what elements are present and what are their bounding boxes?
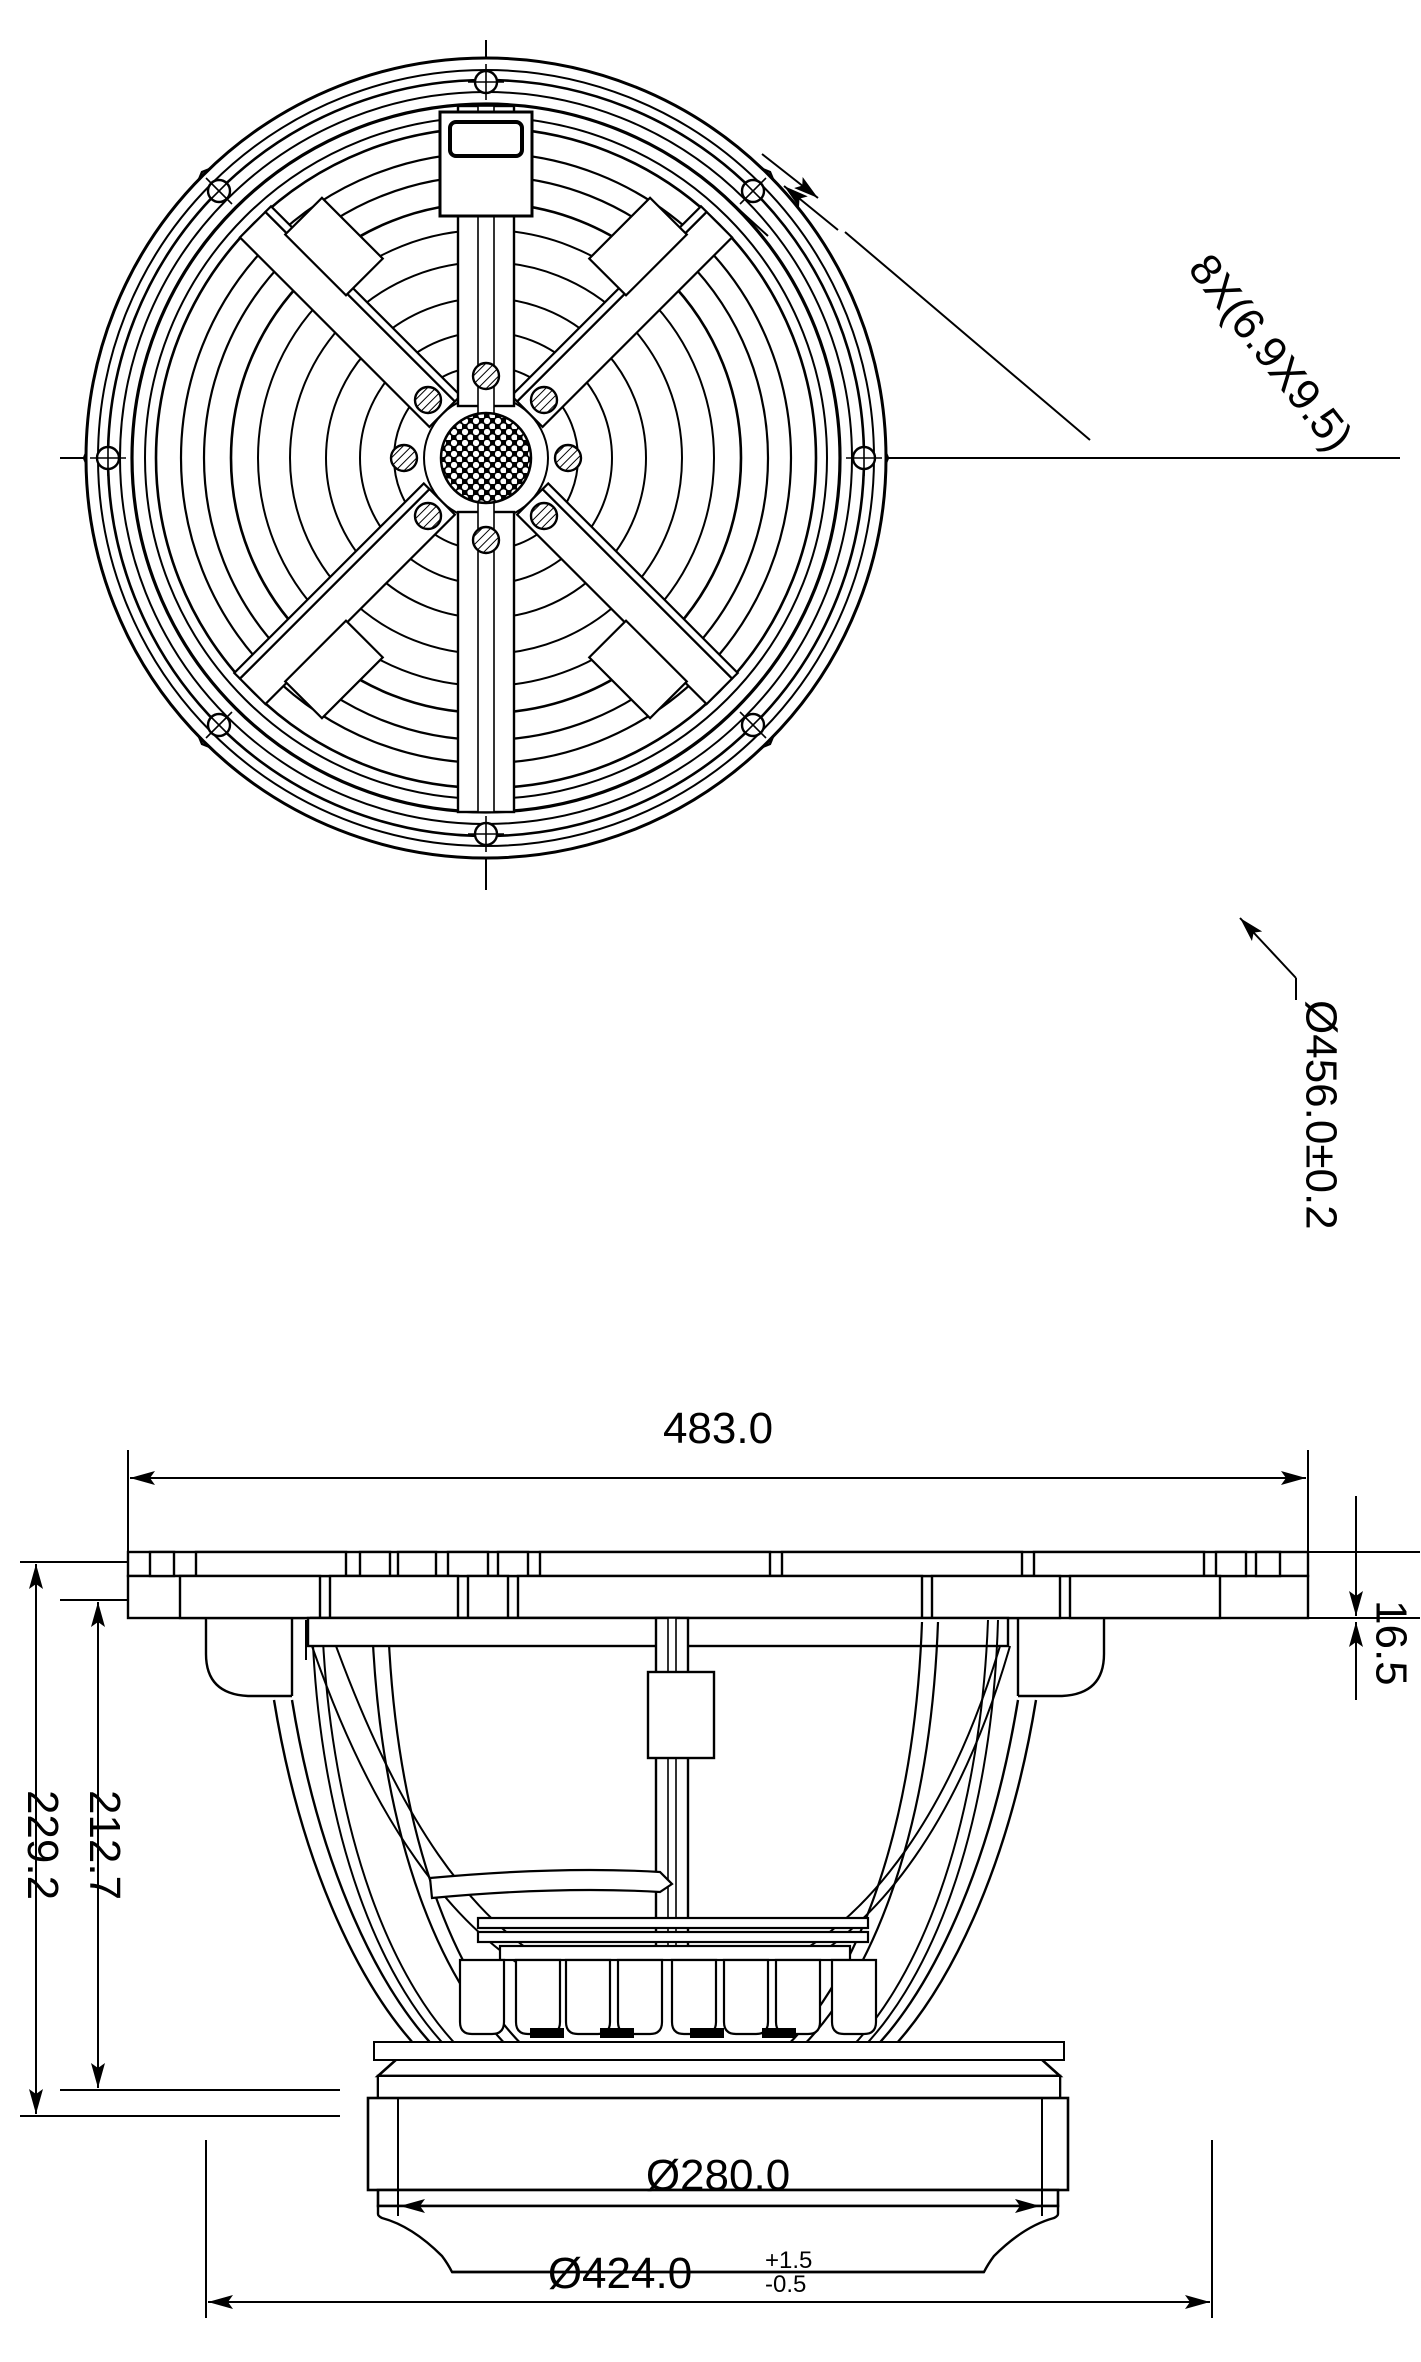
mounting-hole — [205, 177, 233, 205]
screw — [413, 501, 443, 531]
cutout-diameter-label: Ø424.0 — [548, 2249, 692, 2298]
basket-arms — [232, 196, 740, 720]
mounting-hole — [739, 177, 767, 205]
mounting-slot-leader — [723, 153, 1091, 441]
voice-coil-fins — [458, 1958, 878, 2038]
flange-thickness-dimension — [1308, 1496, 1420, 1700]
flange-thickness-label: 16.5 — [1366, 1600, 1415, 1686]
mounting-hole — [205, 711, 233, 739]
inner-depth-label: 212.7 — [80, 1790, 129, 1900]
magnet-diameter-label: Ø280.0 — [646, 2151, 790, 2200]
suspension-plates — [428, 1868, 870, 1962]
side-elevation-view — [126, 1550, 1310, 2274]
cutout-diameter-dimension — [205, 2140, 1213, 2318]
dimension-annotations — [20, 1450, 1420, 2318]
magnet-diameter-dimension — [397, 2098, 1043, 2216]
screw — [529, 385, 559, 415]
inner-depth-dimension — [60, 1599, 340, 2091]
screw — [389, 443, 419, 473]
mounting-holes — [90, 64, 882, 852]
perforated-dust-cap — [439, 411, 533, 505]
screw — [471, 361, 501, 391]
outer-diameter-label: Ø456.0±0.2 — [1296, 1000, 1345, 1230]
mounting-hole — [846, 440, 882, 476]
screw — [553, 443, 583, 473]
overall-depth-label: 229.2 — [18, 1790, 67, 1900]
outer-diameter-leader — [1239, 917, 1297, 1000]
mounting-hole — [468, 64, 504, 100]
overall-width-label: 483.0 — [663, 1404, 773, 1453]
screw — [413, 385, 443, 415]
mounting-hole — [90, 440, 126, 476]
overall-depth-dimension — [20, 1561, 340, 2117]
screw — [471, 525, 501, 555]
cutout-tolerance-upper: +1.5 — [765, 2247, 812, 2274]
center-screws — [389, 361, 583, 555]
motor-assembly — [366, 2041, 1070, 2274]
terminal-block — [438, 110, 534, 218]
mounting-hole — [468, 816, 504, 852]
mounting-flange — [126, 1550, 1310, 1620]
cutout-tolerance-lower: -0.5 — [765, 2271, 806, 2298]
screw — [529, 501, 559, 531]
cutout-diameter-label-group: Ø424.0 +1.5 -0.5 — [548, 2247, 813, 2298]
mounting-hole — [739, 711, 767, 739]
overall-width-dimension — [127, 1450, 1309, 1562]
basket-profile-right — [775, 1618, 1106, 2071]
front-view — [60, 40, 1400, 1000]
